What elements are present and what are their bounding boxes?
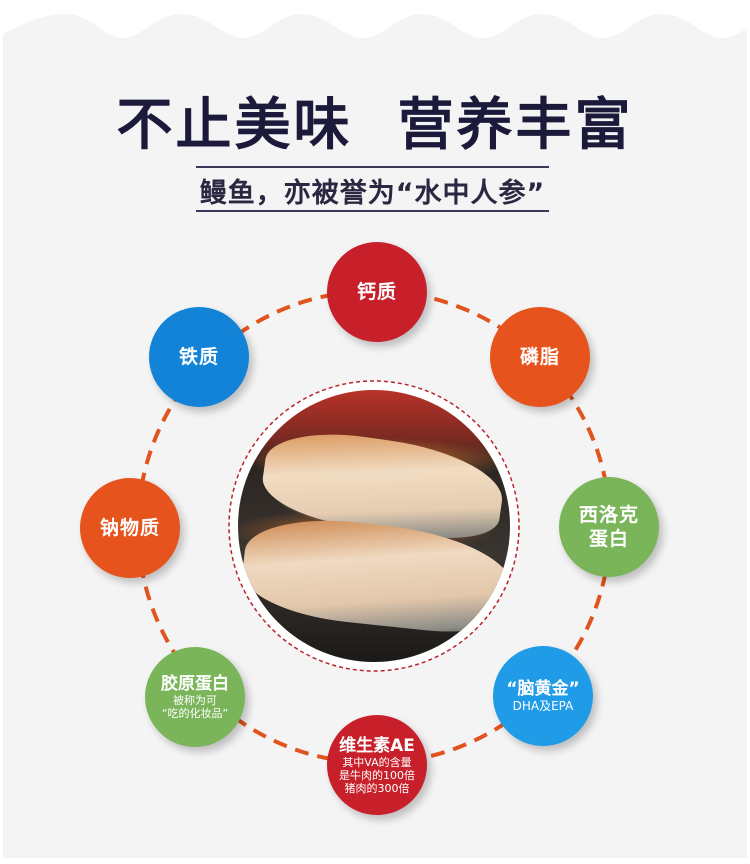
page-subtitle: 鳗鱼，亦被誉为“水中人参” [199,178,546,209]
nutrient-note-line1: 其中VA的含量 [342,755,412,769]
nutrient-label-line1: 西洛克 [578,504,639,526]
nutrient-label: 维生素AE [339,735,415,756]
nutrient-label: 胶原蛋白 [161,674,229,694]
nutrient-label: 钠物质 [99,517,160,539]
nutrient-xiluoke-protein: 西洛克 蛋白 [559,477,659,577]
nutrient-label: 铁质 [178,346,219,368]
nutrient-dha-epa: “脑黄金” DHA及EPA [493,646,593,746]
nutrient-vitamin-ae: 维生素AE 其中VA的含量 是牛肉的100倍 猪肉的300倍 [327,715,427,815]
nutrient-collagen: 胶原蛋白 被称为可 “吃的化妆品” [145,647,245,747]
subtitle-bottom-rule [196,210,549,212]
nutrient-calcium: 钙质 [327,242,427,342]
nutrient-phospholipid: 磷脂 [490,307,590,407]
nutrient-note-line1: 被称为可 [173,694,217,707]
nutrient-iron: 铁质 [149,307,249,407]
nutrient-note-line3: 猪肉的300倍 [344,781,410,795]
nutrient-note-line2: “吃的化妆品” [161,707,229,720]
nutrient-label: 钙质 [356,281,397,303]
nutrient-sodium: 钠物质 [80,478,180,578]
page-title: 不止美味 营养丰富 [116,93,634,158]
nutrient-note-line2: 是牛肉的100倍 [339,768,415,782]
nutrient-note: DHA及EPA [512,699,574,713]
nutrient-label-line2: 蛋白 [588,528,629,550]
nutrient-label: 磷脂 [519,346,560,368]
eel-photo [238,390,510,662]
nutrient-label: “脑黄金” [506,679,580,699]
subtitle-top-rule [196,166,549,168]
